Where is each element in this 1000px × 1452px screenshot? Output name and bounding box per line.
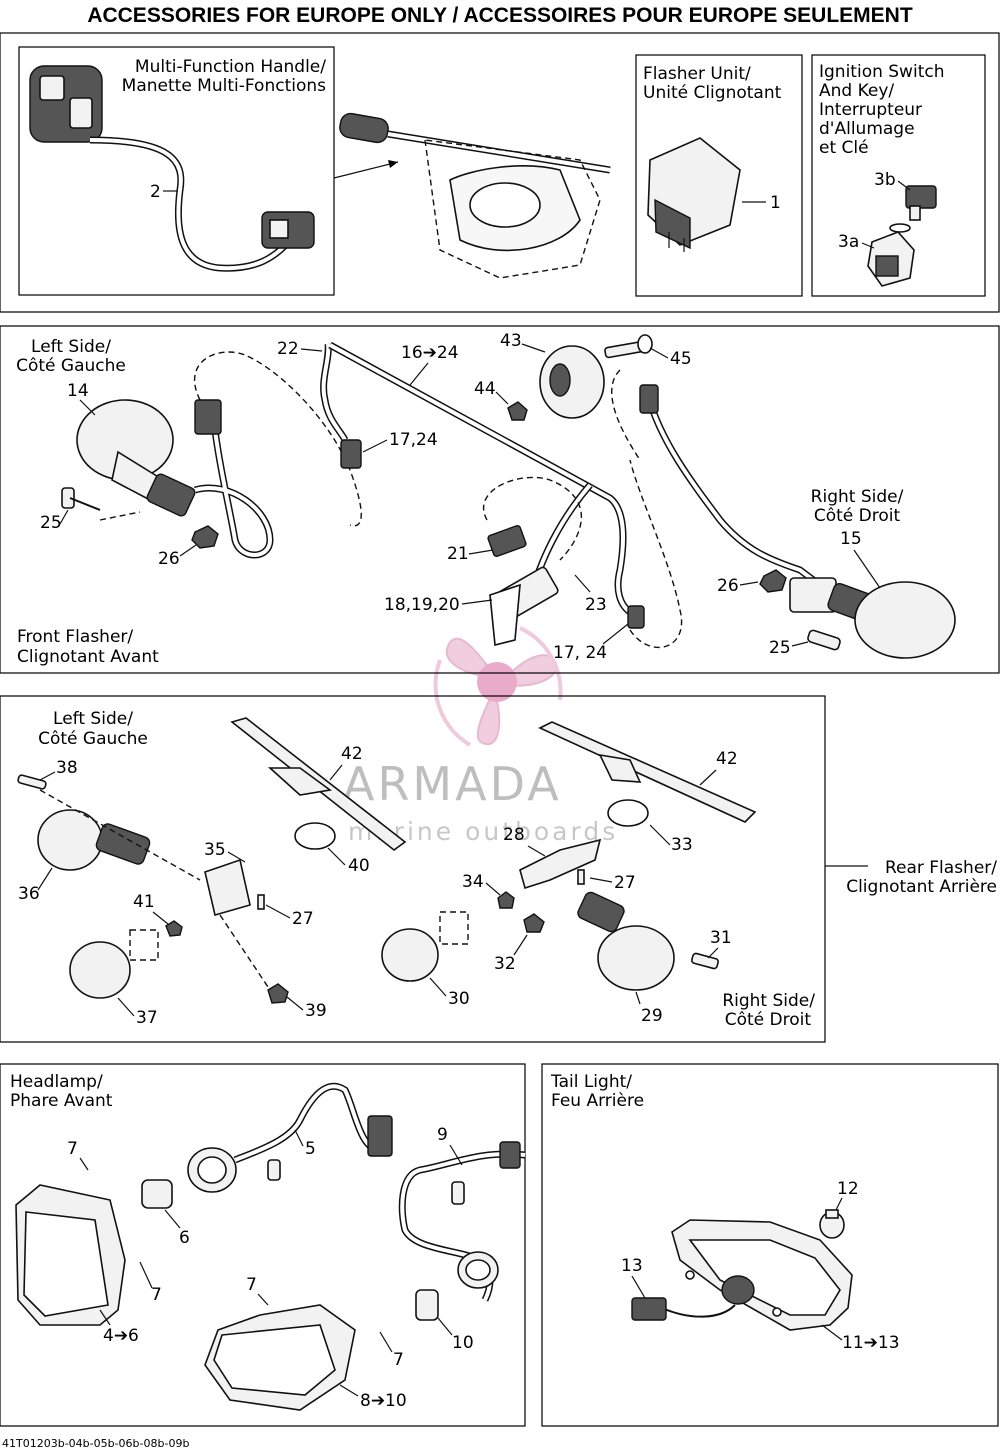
handlebar-drawing: [339, 112, 611, 279]
ignition-label-line3: Interrupteur: [819, 100, 922, 120]
front-flasher-name-line2: Clignotant Avant: [17, 647, 159, 667]
rear-right-flasher-drawing: [381, 721, 757, 991]
callout-34: 34: [462, 872, 484, 892]
callout-17-24-lower: 17, 24: [553, 643, 607, 663]
ignition-label-line4: d'Allumage: [819, 119, 915, 139]
front-right-label-line2: Côté Droit: [814, 506, 901, 526]
callout-42-left: 42: [341, 744, 363, 764]
callout-27-left: 27: [292, 909, 314, 929]
section-headlamp: Headlamp/ Phare Avant 5 7 9 6 7 7 4➔6 7 …: [0, 1063, 526, 1427]
page-title: ACCESSORIES FOR EUROPE ONLY / ACCESSOIRE…: [87, 4, 913, 27]
callout-41: 41: [133, 892, 155, 912]
callout-12: 12: [837, 1179, 859, 1199]
callout-38: 38: [56, 758, 78, 778]
callout-21: 21: [447, 544, 469, 564]
callout-3b: 3b: [874, 170, 896, 190]
callout-45: 45: [670, 349, 692, 369]
callout-27-right: 27: [614, 873, 636, 893]
flasher-unit-label-line2: Unité Clignotant: [643, 83, 782, 103]
front-mount-drawing: [507, 334, 653, 421]
callout-23: 23: [585, 595, 607, 615]
callout-7-c: 7: [246, 1275, 257, 1295]
tail-light-label-line2: Feu Arrière: [551, 1091, 644, 1111]
rear-left-label-line1: Left Side/: [53, 709, 133, 729]
section-controls: Multi-Function Handle/ Manette Multi-Fon…: [0, 32, 1000, 313]
ignition-switch-drawing: [867, 185, 937, 287]
callout-18-19-20: 18,19,20: [384, 595, 460, 615]
callout-42-right: 42: [716, 749, 738, 769]
callout-14: 14: [67, 381, 89, 401]
headlamp-drawing: [15, 1082, 526, 1411]
front-harness-drawing: [320, 341, 683, 649]
callout-26-right: 26: [717, 576, 739, 596]
callout-9: 9: [437, 1125, 448, 1145]
tail-light-label-line1: Tail Light/: [550, 1072, 632, 1092]
callout-33: 33: [671, 835, 693, 855]
callout-3a: 3a: [838, 232, 859, 252]
rear-flasher-name-line2: Clignotant Arrière: [846, 877, 997, 897]
callout-10: 10: [452, 1333, 474, 1353]
callout-7-d: 7: [393, 1350, 404, 1370]
callout-36: 36: [18, 884, 40, 904]
front-left-flasher-drawing: [61, 351, 362, 559]
callout-44: 44: [474, 379, 496, 399]
rear-right-label-line2: Côté Droit: [725, 1010, 812, 1030]
callout-29: 29: [641, 1006, 663, 1026]
front-left-label-line1: Left Side/: [31, 337, 111, 357]
watermark-brand: ARMADA: [343, 757, 562, 811]
callout-5: 5: [305, 1139, 316, 1159]
ignition-label-line2: And Key/: [819, 81, 894, 101]
headlamp-label-line1: Headlamp/: [10, 1072, 103, 1092]
flasher-unit-label-line1: Flasher Unit/: [643, 64, 751, 84]
callout-1: 1: [770, 193, 781, 213]
callout-40: 40: [348, 856, 370, 876]
callout-11-13: 11➔13: [842, 1333, 900, 1353]
handle-label-line1: Multi-Function Handle/: [135, 57, 326, 77]
front-flasher-name-line1: Front Flasher/: [17, 627, 133, 647]
callout-15: 15: [840, 529, 862, 549]
headlamp-label-line2: Phare Avant: [10, 1091, 113, 1111]
section-rear-flasher: Left Side/ Côté Gauche 38 42 35 40 36 27…: [0, 695, 997, 1043]
callout-28: 28: [503, 825, 525, 845]
ignition-label-line5: et Clé: [819, 138, 869, 158]
tail-light-drawing: [631, 1209, 853, 1331]
front-left-label-line2: Côté Gauche: [16, 356, 126, 376]
callout-4-6: 4➔6: [103, 1326, 139, 1346]
rear-left-flasher-drawing: [17, 717, 407, 1004]
multi-function-handle-drawing: [29, 65, 315, 272]
rear-flasher-name-line1: Rear Flasher/: [885, 858, 997, 878]
callout-25-right: 25: [769, 638, 791, 658]
front-right-label-line1: Right Side/: [811, 487, 904, 507]
rear-left-label-line2: Côté Gauche: [38, 729, 148, 749]
ignition-label-line1: Ignition Switch: [819, 62, 944, 82]
section-front-flasher: Left Side/ Côté Gauche 22 16➔24 17,24 21…: [0, 325, 1000, 674]
callout-17-24-upper: 17,24: [389, 430, 438, 450]
front-right-flasher-drawing: [611, 369, 956, 659]
callout-7-b: 7: [151, 1285, 162, 1305]
callout-13: 13: [621, 1256, 643, 1276]
callout-16-24: 16➔24: [401, 343, 459, 363]
rear-right-label-line1: Right Side/: [722, 991, 815, 1011]
callout-43: 43: [500, 331, 522, 351]
callout-31: 31: [710, 928, 732, 948]
callout-22: 22: [277, 339, 299, 359]
diagram-code: 41T01203b-04b-05b-06b-08b-09b: [2, 1437, 189, 1450]
callout-6: 6: [179, 1228, 190, 1248]
callout-8-10: 8➔10: [360, 1391, 407, 1411]
callout-2: 2: [150, 182, 161, 202]
callout-25-left: 25: [40, 513, 62, 533]
callout-7-a: 7: [67, 1139, 78, 1159]
flasher-unit-drawing: [647, 137, 741, 252]
section-tail-light: Tail Light/ Feu Arrière 12 13 11➔13: [541, 1063, 999, 1427]
callout-39: 39: [305, 1001, 327, 1021]
handle-label-line2: Manette Multi-Fonctions: [122, 76, 326, 96]
callout-26-left: 26: [158, 549, 180, 569]
callout-35: 35: [204, 840, 226, 860]
callout-32: 32: [494, 954, 516, 974]
propeller-logo: [433, 626, 563, 747]
callout-30: 30: [448, 989, 470, 1009]
callout-37: 37: [136, 1008, 158, 1028]
